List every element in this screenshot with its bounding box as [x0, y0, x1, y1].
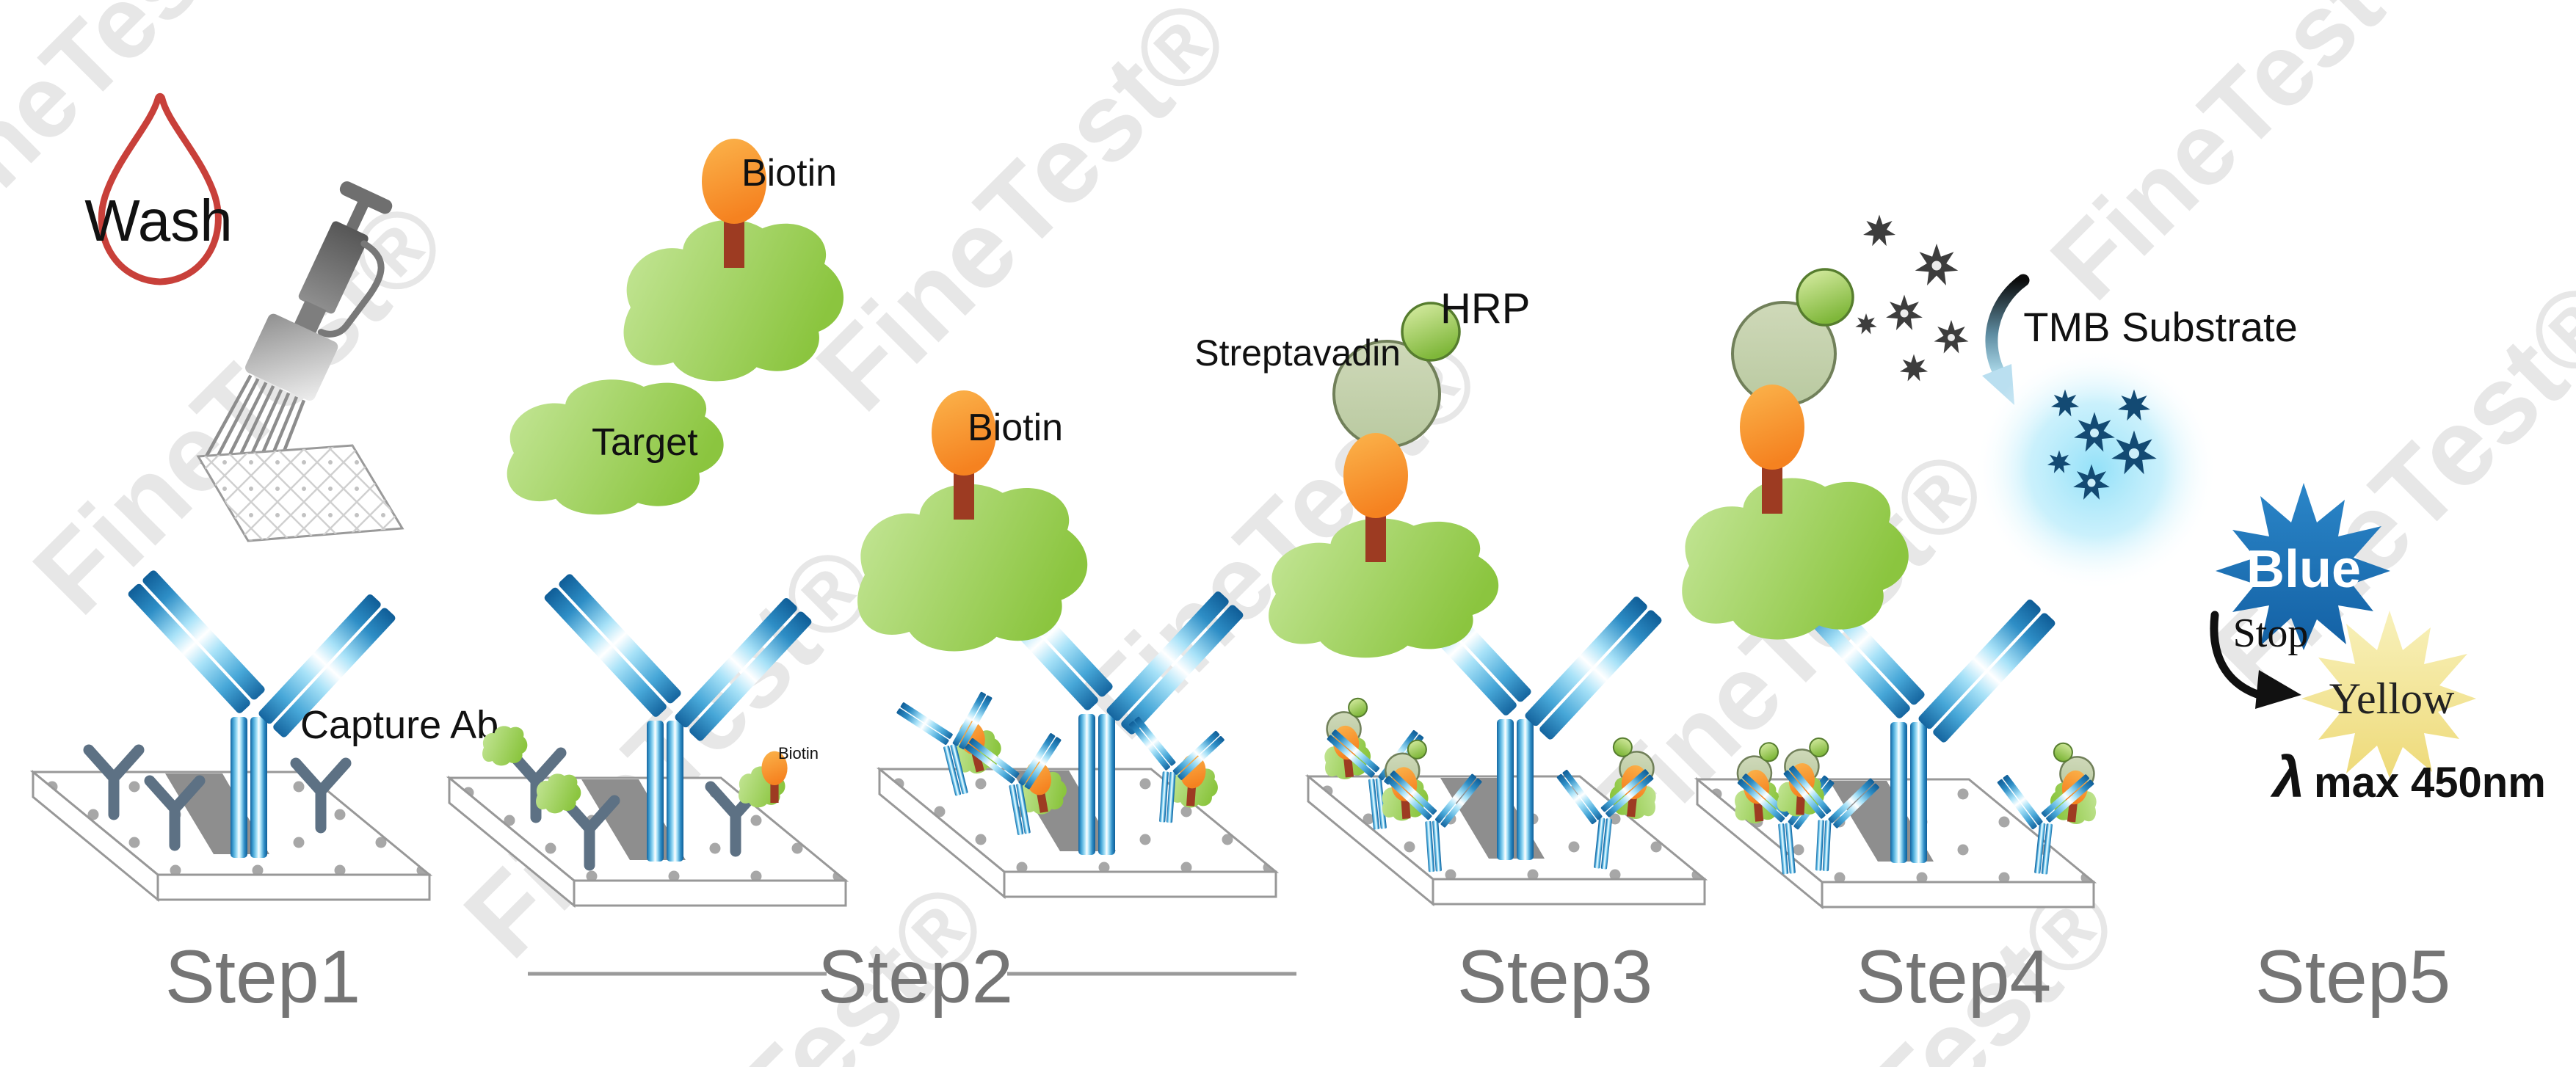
stop-arrow-icon [2210, 611, 2271, 702]
hrp-label: HRP [1440, 285, 1530, 332]
step4-complex: TMB Substrate [1682, 214, 2298, 640]
target-label: Target [592, 421, 698, 464]
tmb-arrow-icon [1985, 274, 2030, 385]
streptavadin-label: Streptavadin [1194, 332, 1401, 374]
yellow-label: Yellow [2329, 674, 2455, 723]
watermark: FineTest® [794, 0, 1252, 434]
coated-antibodies-step2: Biotin [482, 726, 819, 865]
step5-result: Blue Stop Yellow λ max 450nm [2210, 483, 2546, 809]
capture-ab-label: Capture Ab [300, 703, 498, 747]
step2-label: Step2 [818, 935, 1014, 1019]
blue-burst [2216, 483, 2390, 650]
tmb-glow [1975, 349, 2217, 591]
step-captions: Step1 Step2 Step3 Step4 Step5 [165, 935, 2451, 1019]
yellow-burst [2301, 611, 2476, 778]
pipette-icon [200, 181, 393, 496]
biotin-label: Biotin [741, 152, 837, 194]
target-molecule [1682, 478, 1909, 640]
bound-biotin-target: Biotin [857, 390, 1088, 652]
stop-arrowhead-icon [2255, 670, 2301, 709]
blue-label: Blue [2246, 540, 2361, 599]
step1-group: Wash [84, 92, 404, 542]
wash-label: Wash [84, 188, 233, 253]
tmb-stars-dark [1855, 214, 1969, 382]
biotin-label: Biotin [968, 407, 1063, 449]
wavelength-label: λ max 450nm [2270, 745, 2546, 809]
step3-complex: Streptavadin HRP [1194, 285, 1530, 658]
step3-label: Step3 [1457, 935, 1653, 1019]
hrp-molecule [1796, 268, 1854, 327]
step2-reagents: Biotin Target [507, 139, 844, 515]
watermark: FineTest® [2029, 0, 2458, 321]
hrp-molecule [1401, 302, 1461, 362]
wash-droplet-icon [98, 92, 222, 285]
biotin-small-label: Biotin [778, 744, 819, 762]
step4-label: Step4 [1856, 935, 2052, 1019]
watermark: FineTest® [10, 178, 469, 637]
step1-label: Step1 [165, 935, 361, 1019]
stop-label: Stop [2233, 611, 2309, 656]
step5-label: Step5 [2255, 935, 2451, 1019]
mesh-plate-lattice [198, 445, 402, 541]
tmb-substrate-label: TMB Substrate [2023, 304, 2297, 350]
